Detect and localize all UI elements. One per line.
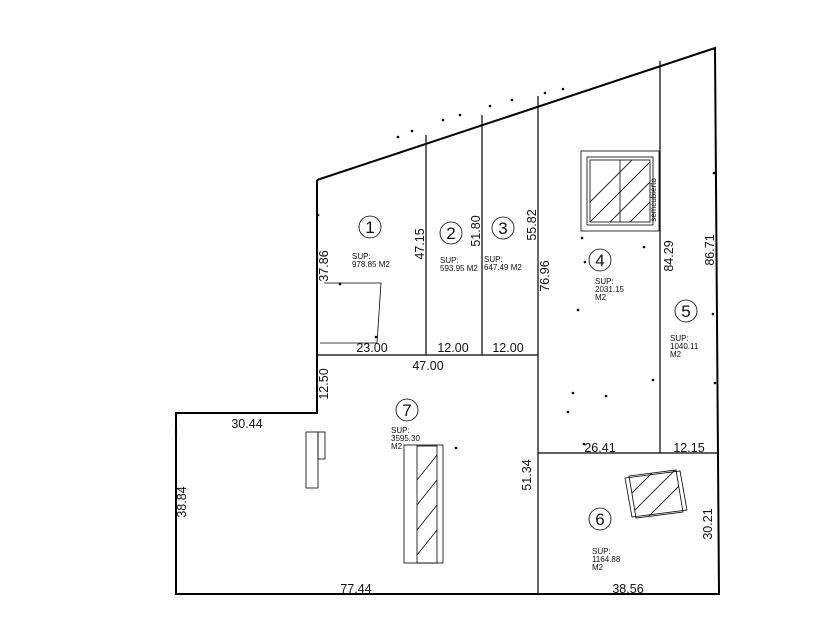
dim-lot5-bottom: 12.15 [673, 441, 704, 455]
lot-areas: SUP: 978.85 M2 SUP: 593.95 M2 SUP: 647.4… [352, 252, 699, 572]
dim-lot6-right: 30.21 [701, 508, 715, 539]
lot-2-sup: SUP: [440, 256, 459, 265]
lot-7-number: 7 [402, 401, 411, 420]
lot-2-circle [439, 221, 463, 245]
lot-3-area: 647.49 M2 [484, 263, 522, 272]
vertical-dimensions: 37.86 47.15 51.80 55.82 76.96 84.29 86.7… [175, 209, 717, 539]
dim-lot2-bottom: 12.00 [437, 341, 468, 355]
dim-lot4-right: 84.29 [662, 240, 676, 271]
building-lot6 [624, 469, 688, 519]
lot-2-number: 2 [446, 224, 455, 243]
lot-7-area: 3595.30 [391, 434, 420, 443]
lot-6-area: 1164.88 [592, 555, 621, 564]
dim-lot2-right: 51.80 [469, 215, 483, 246]
lot-1-circle [358, 215, 382, 239]
dim-lot7-upper-left: 30.44 [231, 417, 262, 431]
lot-5-unit: M2 [670, 350, 682, 359]
lot-4-sup: SUP: [595, 277, 614, 286]
lot-numbers: 1 2 3 4 5 6 7 [365, 218, 690, 529]
dim-lot1-left: 37.86 [317, 250, 331, 281]
dim-lot1-bottom: 23.00 [356, 341, 387, 355]
lot-1-number: 1 [365, 218, 374, 237]
lot-7-sup: SUP: [391, 426, 410, 435]
dim-lot5-right: 86.71 [703, 234, 717, 265]
lot-6-sup: SUP: [592, 547, 611, 556]
lot-6-number: 6 [595, 510, 604, 529]
building-lot4 [580, 150, 660, 232]
dim-lot3-bottom: 12.00 [492, 341, 523, 355]
outer-boundary [175, 46, 721, 595]
dim-lot7-top: 47.00 [412, 359, 443, 373]
lot1-structure-outline [320, 282, 382, 344]
lot-5-sup: SUP: [670, 334, 689, 343]
lot-5-circle [674, 299, 698, 323]
dim-lot6-bottom: 38.56 [612, 582, 643, 596]
lot-division-lines [317, 61, 719, 594]
dim-lot7-bottom: 77.44 [340, 582, 371, 596]
lot-6-unit: M2 [592, 563, 604, 572]
lot-1-area: 978.85 M2 [352, 260, 390, 269]
lot-3-number: 3 [498, 219, 507, 238]
lot-3-circle [491, 216, 515, 240]
boundary-marks [174, 87, 717, 450]
lot-4-area: 2031.15 [595, 285, 624, 294]
dim-lot7-right: 51.34 [520, 459, 534, 490]
lot-3-sup: SUP: [484, 255, 503, 264]
dim-lot7-step: 12.50 [317, 368, 331, 399]
lot-5-number: 5 [681, 302, 690, 321]
dim-lot4-bottom: 26.41 [584, 441, 615, 455]
lot-4-unit: M2 [595, 293, 607, 302]
lot-markers [358, 215, 698, 531]
lot-7-circle [395, 398, 419, 422]
dim-lot3-right: 55.82 [525, 209, 539, 240]
dim-lot1-right: 47.15 [413, 228, 427, 259]
lot-5-area: 1040.11 [670, 342, 699, 351]
dim-lot4-left: 76.96 [538, 260, 552, 291]
horizontal-dimensions: 23.00 12.00 12.00 47.00 30.44 77.44 26.4… [231, 341, 704, 596]
semicovered-label: semcubierto [649, 178, 658, 222]
lot-4-number: 4 [595, 251, 604, 270]
lot-1-sup: SUP: [352, 252, 371, 261]
lot-2-area: 593.95 M2 [440, 264, 478, 273]
lot-7-unit: M2 [391, 442, 403, 451]
lot-4-circle [588, 248, 612, 272]
dim-lot7-left: 38.84 [175, 486, 189, 517]
building-lot7 [305, 431, 444, 564]
lot-6-circle [588, 507, 612, 531]
